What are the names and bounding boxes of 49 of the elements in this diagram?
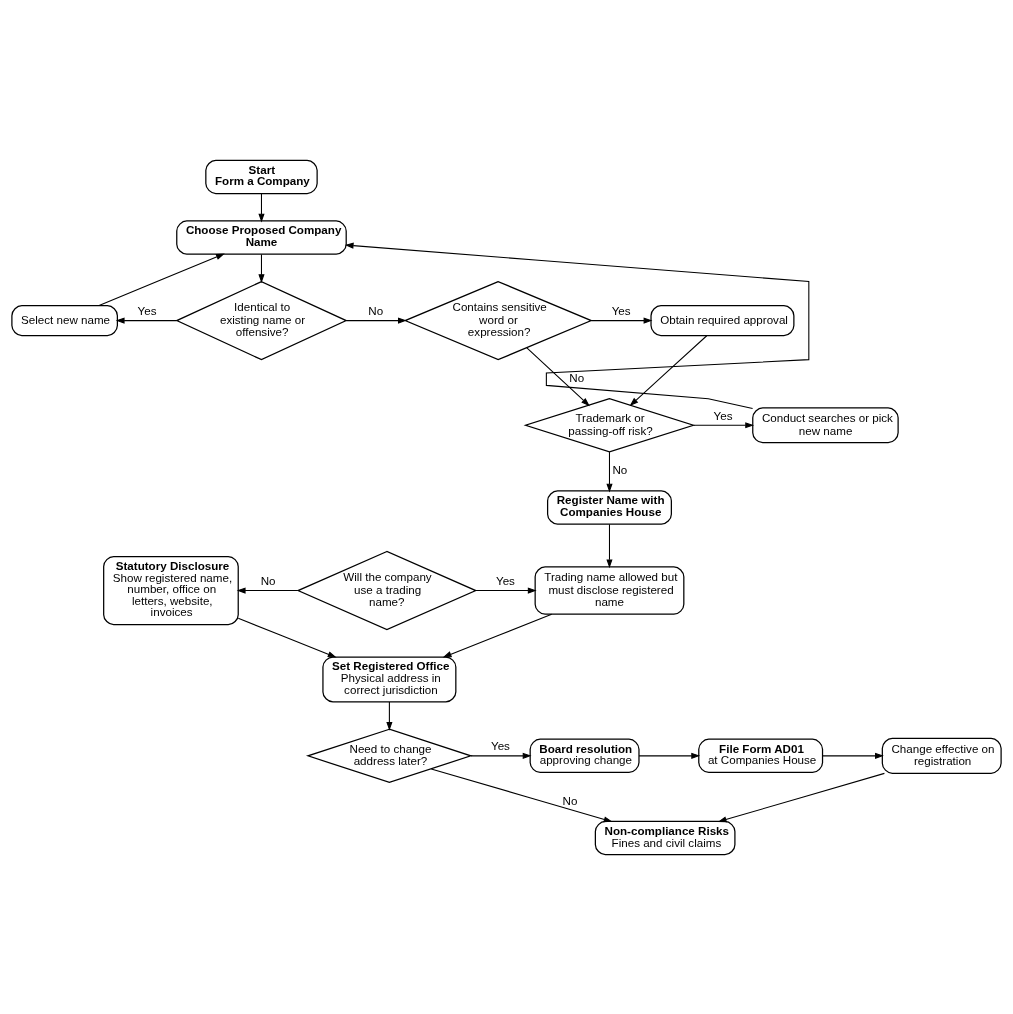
- arrow: [386, 700, 393, 731]
- node-box: Board resolution approving change: [529, 738, 640, 773]
- edge-label: No: [612, 462, 628, 476]
- node-box: File Form AD01 at Companies House: [698, 738, 824, 773]
- edge-label: No: [260, 573, 276, 587]
- node-box: Conduct searches or pick new name: [752, 406, 899, 443]
- arrow: [629, 334, 708, 406]
- arrow: [526, 346, 590, 406]
- edge-label: Yes: [495, 573, 515, 587]
- arrow: [237, 617, 337, 658]
- node-box: Register Name with Companies House: [547, 489, 672, 525]
- arrow: [638, 752, 701, 759]
- edge-label: Yes: [137, 303, 157, 317]
- edge-label: Yes: [491, 738, 510, 752]
- node-box: Statutory Disclosure Show registered name, number, office on letters, website, invoices: [103, 555, 239, 625]
- edge-label: No: [569, 370, 585, 384]
- node-box: Set Registered Office Physical address in correct jurisdiction: [322, 655, 457, 702]
- node-box: Choose Proposed Company Name: [176, 219, 347, 255]
- node-box: Start Form a Company: [205, 159, 318, 194]
- arrow: [115, 317, 178, 324]
- node-box: Select new name: [11, 304, 118, 336]
- edge-label: No: [562, 793, 578, 807]
- arrow: [475, 586, 537, 594]
- arrow: [717, 772, 885, 822]
- node-diamond: Identical to existing name or offensive?: [175, 280, 348, 360]
- arrow: [258, 192, 265, 223]
- arrow: [606, 523, 613, 568]
- node-box: Change effective on registration: [881, 737, 1002, 774]
- arrow: [470, 752, 532, 759]
- node-diamond: Need to change address later?: [305, 728, 473, 783]
- arrow: [430, 767, 613, 822]
- arrow: [345, 317, 407, 324]
- arrow: [606, 451, 613, 492]
- arrow: [236, 586, 299, 594]
- arrow: [258, 253, 265, 283]
- arrow: [590, 317, 653, 324]
- arrow: [693, 421, 755, 428]
- node-diamond: Will the company use a trading name?: [296, 550, 478, 630]
- edge-label: Yes: [611, 303, 631, 317]
- node-box: Trading name allowed but must disclose registered name: [534, 565, 685, 615]
- edge-label: No: [368, 303, 384, 317]
- arrow: [98, 253, 225, 306]
- arrow: [442, 613, 553, 657]
- arrow: [822, 752, 884, 759]
- node-box: Non-compliance Risks Fines and civil claims: [594, 820, 736, 855]
- edge-label: Yes: [713, 408, 733, 422]
- node-diamond: Contains sensitive word or expression?: [403, 280, 593, 360]
- arrow: [344, 242, 810, 409]
- node-box: Obtain required approval: [650, 304, 795, 336]
